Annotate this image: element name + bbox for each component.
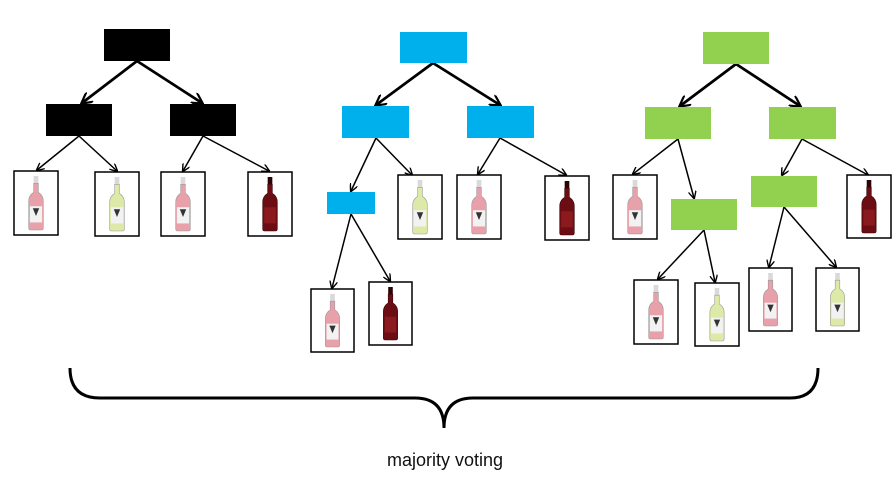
bottle-cap: [564, 181, 570, 189]
bottle-label-mark: [416, 212, 424, 220]
bottle-cap: [33, 176, 39, 184]
tree-1-edge-l-1: [37, 135, 80, 170]
bottle-cap: [653, 285, 659, 293]
tree-3-edge-rsub-2: [783, 206, 836, 267]
tree-1-root: [104, 29, 170, 61]
bottle-cap: [866, 180, 872, 188]
tree-3-edge-r-2: [801, 138, 868, 175]
tree-3-edge-l-1: [633, 138, 679, 174]
wine-white-leaf: [94, 171, 140, 237]
bottle-cap: [714, 288, 720, 296]
bottle-label-mark: [834, 304, 841, 313]
bottle-label-mark: [631, 212, 639, 220]
bottle-label: [264, 207, 276, 224]
tree-2-edge-r-1: [478, 137, 501, 174]
bottle-label-mark: [113, 209, 121, 217]
bottle-label-mark: [179, 209, 187, 217]
leaves-layer: [13, 170, 892, 353]
tree-1-edge-root-right: [136, 59, 202, 103]
bottle-cap: [417, 180, 423, 188]
wine-rose-leaf: [310, 288, 355, 353]
bottle-cap: [267, 177, 273, 185]
tree-1-edge-r-1: [183, 135, 204, 171]
bottle-cap: [768, 273, 773, 281]
bottle-cap: [388, 287, 393, 295]
bottle-label-mark: [713, 319, 721, 328]
edges-layer: [37, 59, 868, 288]
bottle-label-mark: [652, 317, 660, 325]
wine-red-leaf: [247, 171, 293, 237]
tree-2-root: [400, 32, 467, 63]
wine-white-leaf: [694, 282, 740, 347]
nodes-layer: [46, 29, 836, 230]
tree-2-edge-sub-1: [332, 213, 352, 288]
tree-2-right-split: [467, 106, 534, 138]
bottle-cap: [476, 180, 482, 188]
wine-rose-leaf: [160, 171, 206, 237]
tree-2-edge-r-2: [499, 137, 566, 175]
wine-red-leaf: [368, 281, 413, 346]
tree-3-edge-l-2: [677, 138, 694, 198]
tree-3-edge-rsub-1: [769, 206, 785, 267]
tree-3-edge-root-left: [680, 62, 737, 106]
tree-2-edge-l-2: [375, 137, 412, 175]
tree-2-edge-l-1: [351, 137, 377, 191]
tree-3-edge-root-right: [735, 62, 800, 106]
wine-white-leaf: [815, 267, 860, 332]
bottle-label-mark: [329, 325, 336, 334]
wine-rose-leaf: [612, 174, 658, 240]
wine-rose-leaf: [13, 170, 59, 236]
tree-3-edge-r-1: [782, 138, 803, 175]
tree-2-edge-root-right: [432, 61, 500, 105]
tree-2-edge-sub-2: [350, 213, 390, 281]
tree-1-edge-l-2: [78, 135, 117, 171]
tree-2-edge-root-left: [376, 61, 434, 105]
tree-3-edge-lsub-1: [658, 229, 705, 279]
bottle-label: [863, 209, 875, 226]
majority-voting-brace: [68, 367, 820, 429]
bottle-label-mark: [767, 304, 774, 313]
bottle-cap: [180, 177, 186, 185]
bottle-label: [561, 211, 573, 228]
bottle-cap: [632, 180, 638, 188]
wine-white-leaf: [397, 174, 443, 240]
tree-1-right-split: [170, 104, 236, 136]
tree-2-left-split: [342, 106, 409, 138]
wine-rose-leaf: [456, 174, 502, 240]
tree-3-root: [703, 32, 769, 64]
bottle-cap: [114, 177, 120, 185]
tree-3-left-split: [645, 107, 711, 139]
tree-1-edge-r-2: [202, 135, 269, 171]
wine-red-leaf: [544, 175, 590, 241]
tree-3-right-split: [769, 107, 836, 139]
tree-3-left-subsplit: [671, 199, 737, 230]
caption-majority-voting: majority voting: [386, 450, 504, 470]
tree-1-edge-root-left: [82, 59, 138, 103]
tree-1-left-split: [46, 104, 112, 136]
bottle-label-mark: [32, 208, 40, 216]
wine-rose-leaf: [633, 279, 679, 345]
tree-3-right-subsplit: [751, 176, 817, 207]
bottle-cap: [330, 294, 335, 302]
wine-rose-leaf: [748, 267, 793, 332]
bottle-cap: [835, 273, 840, 281]
tree-3-edge-lsub-2: [703, 229, 715, 282]
wine-red-leaf: [846, 174, 892, 239]
bottle-label-mark: [475, 212, 483, 220]
bottle-label: [384, 316, 397, 333]
tree-2-left-subsplit: [327, 192, 375, 214]
